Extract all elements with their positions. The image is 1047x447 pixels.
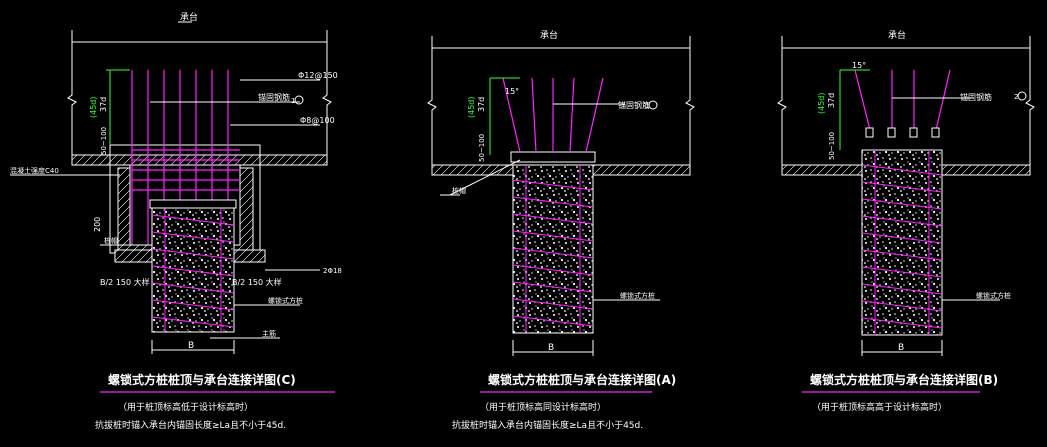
note-c: 抗拔桩时锚入承台内锚固长度≥La且不小于45d. (95, 419, 286, 431)
pile-label-a: 螺锁式方桩 (620, 291, 655, 300)
subtitle-c: （用于桩顶标高低于设计标高时） (118, 401, 253, 413)
main-bar-label: 主筋 (262, 329, 276, 338)
panel-a: 承台 (45d) 37d 50~ (427, 29, 695, 431)
anchor-rebars-b (854, 69, 951, 131)
cap-right-edge (322, 46, 332, 165)
cap-label-c: 桩帽 (104, 236, 118, 245)
b-dim-a: B (548, 343, 554, 353)
dim-37d-a: 37d (477, 97, 486, 112)
angle-a: 15° (505, 87, 519, 96)
pile-spiral-a (512, 165, 594, 333)
pile-cap-plate (149, 199, 237, 209)
cap-label: 承台 (180, 11, 198, 23)
pile-cap-plate-a (510, 151, 596, 163)
anchor-label-a: 锚固钢筋 (618, 100, 650, 110)
pile-body (151, 199, 235, 333)
rebar-note-1: Φ12@150 (298, 71, 338, 80)
title-b: 螺锁式方桩桩顶与承台连接详图(B) (810, 372, 998, 387)
anchor-num-a: 1 (645, 102, 649, 110)
anchor-callout (294, 95, 304, 105)
panel-c: 承台 (45d) 37d 50~100 200 (10, 11, 342, 431)
left-note: B/2 150 大样 (100, 277, 150, 287)
subtitle-a: （用于桩顶标高同设计标高时） (480, 401, 606, 413)
cap-label-pile-a: 桩帽 (452, 186, 466, 195)
b-dim-b: B (898, 343, 904, 353)
pile-label-b: 螺锁式方桩 (976, 291, 1011, 300)
anchor-num-b: 2 (1014, 93, 1018, 101)
dim-50-100: 50~100 (100, 127, 108, 155)
anchor-label-b: 锚固钢筋 (960, 92, 992, 102)
b-dim-c: B (188, 341, 194, 351)
dim-50-100-a: 50~100 (478, 134, 486, 162)
note-a: 抗拔桩时锚入承台内锚固长度≥La且不小于45d. (452, 419, 643, 431)
right-note: B/2 150 大样 (232, 277, 282, 287)
stirrup-note: Φ8@100 (300, 116, 335, 125)
anchor-num: 1 (291, 97, 295, 105)
angle-b: 15° (852, 61, 866, 70)
dim-37d-b: 37d (827, 93, 836, 108)
title-a: 螺锁式方桩桩顶与承台连接详图(A) (488, 372, 676, 387)
cap-left-edge (67, 46, 77, 165)
dim-50-100-b: 50~100 (828, 132, 836, 160)
dim-200: 200 (93, 217, 102, 232)
pile-label-c: 螺锁式方桩 (268, 296, 303, 305)
side-cover-label: 混凝土强度C40 (10, 166, 59, 175)
rebar-2: 2Φ18 (323, 267, 342, 275)
panel-b: 承台 (777, 29, 1035, 413)
cap-label-a: 承台 (540, 29, 558, 41)
dim-45d-b: (45d) (817, 93, 826, 115)
pile-spiral (151, 200, 235, 332)
dim-45d: (45d) (89, 97, 98, 119)
dim-45d-a: (45d) (467, 97, 476, 119)
subtitle-b: （用于桩顶标高高于设计标高时） (812, 401, 947, 413)
pile-spiral-b (861, 150, 943, 335)
anchor-rebars-a (502, 77, 604, 153)
cap-label-b: 承台 (888, 29, 906, 41)
anchor-label: 锚固钢筋 (258, 92, 290, 102)
pile-body-b (861, 149, 943, 336)
dim-37d: 37d (99, 97, 108, 112)
title-c: 螺锁式方桩桩顶与承台连接详图(C) (108, 372, 296, 387)
